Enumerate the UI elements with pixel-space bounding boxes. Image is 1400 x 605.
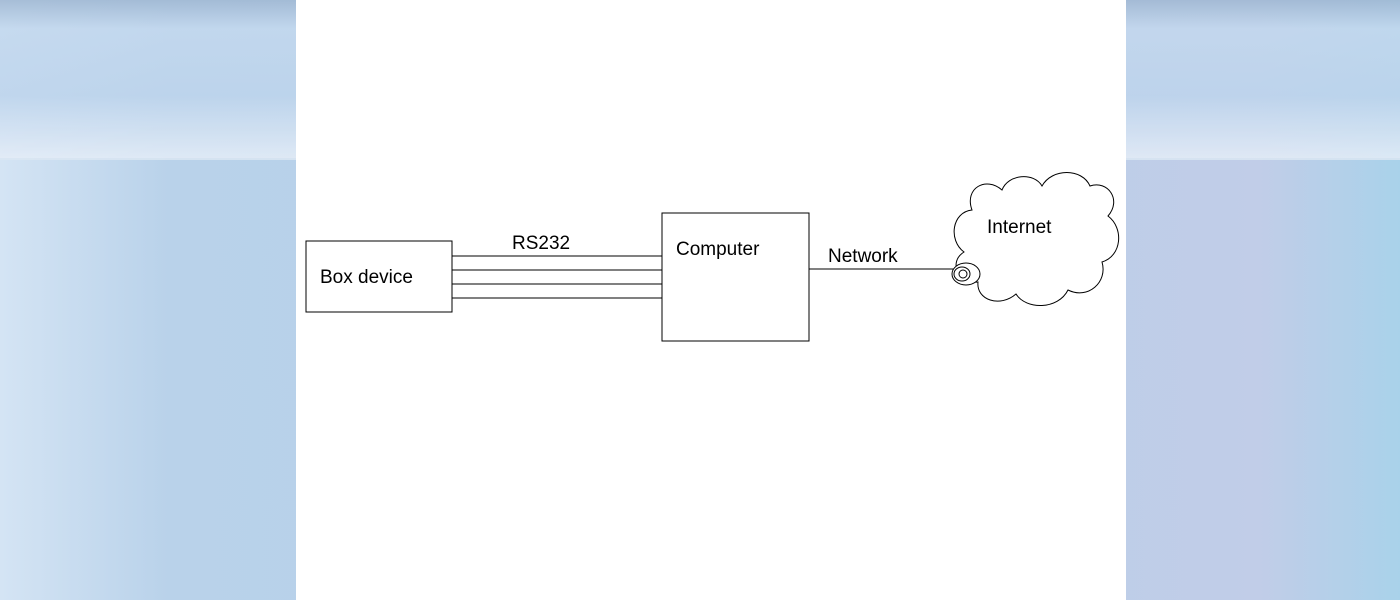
cloud-connector-outer (951, 262, 981, 286)
node-internet: Internet (951, 172, 1120, 307)
box-device-rect (305, 240, 453, 313)
edge-rs232: RS232 (452, 233, 662, 299)
internet-cloud-shape (953, 172, 1120, 307)
computer-label: Computer (676, 239, 760, 260)
cloud-connector-inner (958, 269, 968, 279)
computer-rect (661, 212, 810, 342)
box-device-label: Box device (320, 267, 413, 288)
node-box-device: Box device (305, 240, 453, 313)
internet-label: Internet (987, 217, 1052, 238)
edge-network: Network (809, 246, 958, 270)
rs232-label: RS232 (512, 233, 570, 254)
network-label: Network (828, 246, 898, 267)
diagram-canvas: Box device RS232 Computer Network Intern… (296, 0, 1126, 600)
diagram-svg: Box device RS232 Computer Network Intern… (305, 172, 1120, 342)
node-computer: Computer (661, 212, 810, 342)
cloud-connector-mid (953, 266, 971, 282)
